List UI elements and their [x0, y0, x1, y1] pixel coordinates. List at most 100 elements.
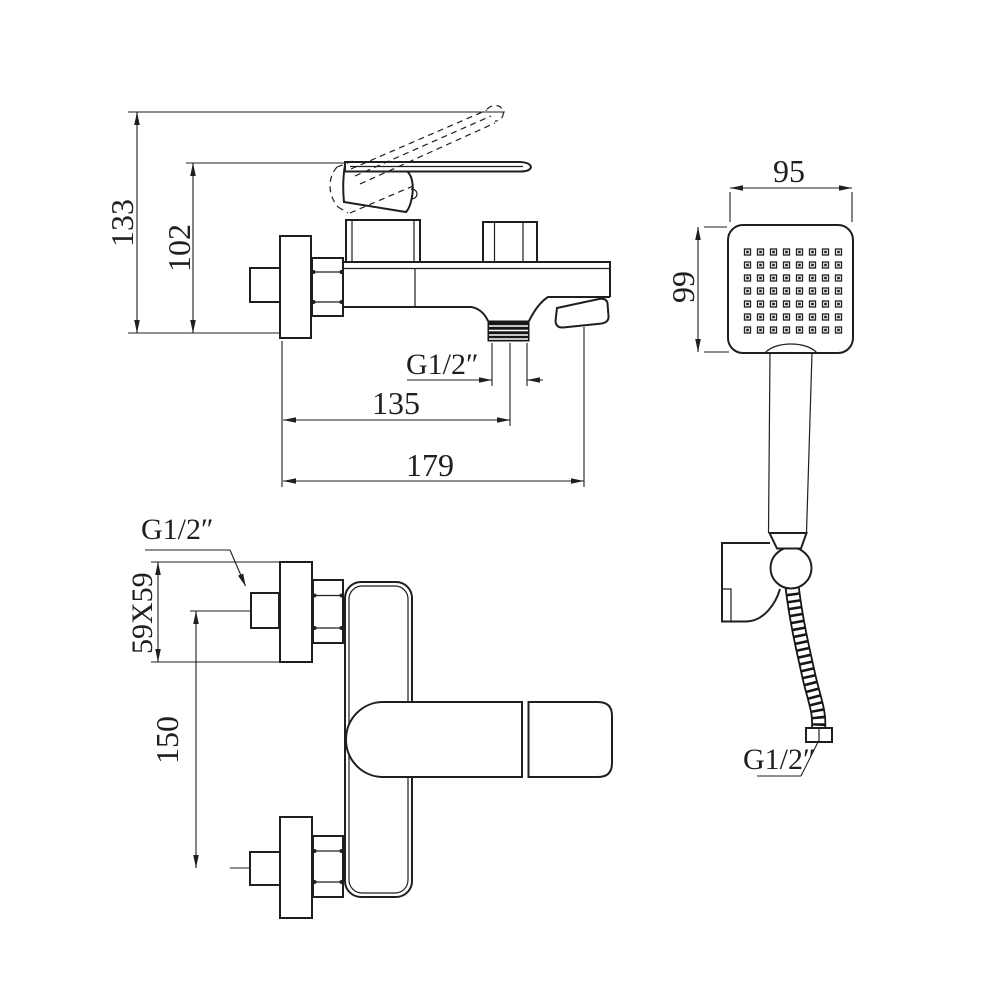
hand-shower-set: 95 99 G1/2″ [665, 153, 854, 777]
nozzle-center [746, 263, 749, 267]
nozzle-center [759, 302, 762, 306]
nozzle-center [798, 302, 801, 306]
extension-lines-shower [704, 192, 853, 353]
lever-handle-front [344, 701, 613, 778]
inlet-thread-callout: G1/2″ [141, 513, 247, 587]
nozzle-center [837, 289, 840, 293]
nozzle-center [811, 302, 814, 306]
handle-tip-cone [767, 532, 808, 550]
inlet-thread-label: G1/2″ [141, 513, 214, 546]
nozzle-center [759, 250, 762, 254]
bracket-cone-holder [769, 546, 813, 590]
hose-nut [805, 727, 833, 743]
side-view-bath-mixer: 133 102 G1/2″ 135 179 [104, 104, 611, 487]
nozzle-center [746, 302, 749, 306]
nozzle-center [759, 289, 762, 293]
nozzle-center [824, 315, 827, 319]
hex-nut-bottom [312, 835, 344, 898]
nozzle-center [785, 276, 788, 280]
dim-102-label: 102 [161, 224, 197, 272]
handle-base-button [410, 188, 418, 200]
nozzle-center [746, 276, 749, 280]
hose-thread-label: G1/2″ [743, 743, 816, 776]
nozzle-center [772, 276, 775, 280]
nozzle-center [746, 250, 749, 254]
nozzle-center [811, 289, 814, 293]
dim-95-label: 95 [773, 153, 805, 189]
nozzle-center [785, 315, 788, 319]
front-view-bath-mixer: 59X59 150 G1/2″ [126, 513, 613, 919]
nozzle-center [811, 315, 814, 319]
dim-135-label: 135 [372, 385, 420, 421]
nozzle-center [746, 328, 749, 332]
nozzle-center [772, 289, 775, 293]
dim-95: 95 [730, 153, 852, 191]
nozzle-center [811, 276, 814, 280]
dim-135: 135 [283, 385, 510, 423]
dim-outlet-thread: G1/2″ [406, 348, 543, 383]
raised-handle-dashed [329, 104, 504, 214]
dim-179: 179 [283, 447, 584, 484]
nozzle-center [811, 263, 814, 267]
nozzle-center [824, 289, 827, 293]
handle-end-cap [527, 701, 613, 778]
shower-bracket [721, 542, 781, 623]
nozzle-center [785, 250, 788, 254]
nozzle-center [785, 263, 788, 267]
nozzle-center [746, 289, 749, 293]
hose-thread-callout: G1/2″ [743, 741, 819, 777]
nozzle-center [811, 328, 814, 332]
cartridge-side [345, 219, 421, 263]
handle-shoulder [764, 343, 818, 354]
dim-150: 150 [149, 611, 199, 868]
diverter-knob [482, 221, 538, 263]
nozzle-center [759, 315, 762, 319]
shower-head [727, 224, 854, 354]
nozzle-center [785, 289, 788, 293]
dim-59x59: 59X59 [126, 562, 161, 662]
nozzle-center [824, 250, 827, 254]
dim-102: 102 [161, 163, 197, 333]
nozzle-center [824, 302, 827, 306]
lever-handle-side [344, 161, 533, 173]
dim-133-label: 133 [104, 199, 140, 247]
nozzle-center [772, 263, 775, 267]
nozzle-center [759, 276, 762, 280]
dim-outlet-thread-label: G1/2″ [406, 348, 479, 381]
nozzle-center [759, 263, 762, 267]
bracket-notch [722, 588, 732, 622]
nozzle-center [824, 328, 827, 332]
shower-hose [784, 585, 827, 729]
hex-nut-top [312, 579, 344, 644]
nozzle-center [798, 276, 801, 280]
nozzle-center [837, 315, 840, 319]
inlet-port-bottom [249, 851, 281, 886]
nozzle-center [772, 302, 775, 306]
nozzle-center [811, 250, 814, 254]
nozzle-center [837, 328, 840, 332]
nozzle-center [824, 263, 827, 267]
nozzle-center [772, 328, 775, 332]
nozzle-center [746, 315, 749, 319]
dim-133: 133 [104, 112, 140, 333]
nozzle-center [785, 302, 788, 306]
threaded-outlet [487, 320, 530, 342]
mixer-body-side [342, 261, 611, 322]
inlet-pipe-side [249, 267, 281, 303]
nozzle-center [798, 289, 801, 293]
nozzle-center [772, 250, 775, 254]
dim-179-label: 179 [406, 447, 454, 483]
nozzle-center [837, 250, 840, 254]
nozzle-center [837, 276, 840, 280]
nozzle-center [824, 276, 827, 280]
nozzle-center [798, 263, 801, 267]
dim-150-label: 150 [149, 716, 185, 764]
nozzle-center [837, 263, 840, 267]
nozzle-grid [743, 248, 843, 334]
nozzle-center [785, 328, 788, 332]
inlet-port-top [250, 592, 280, 629]
wall-flange-top [279, 561, 313, 663]
wall-flange-side [279, 235, 312, 339]
